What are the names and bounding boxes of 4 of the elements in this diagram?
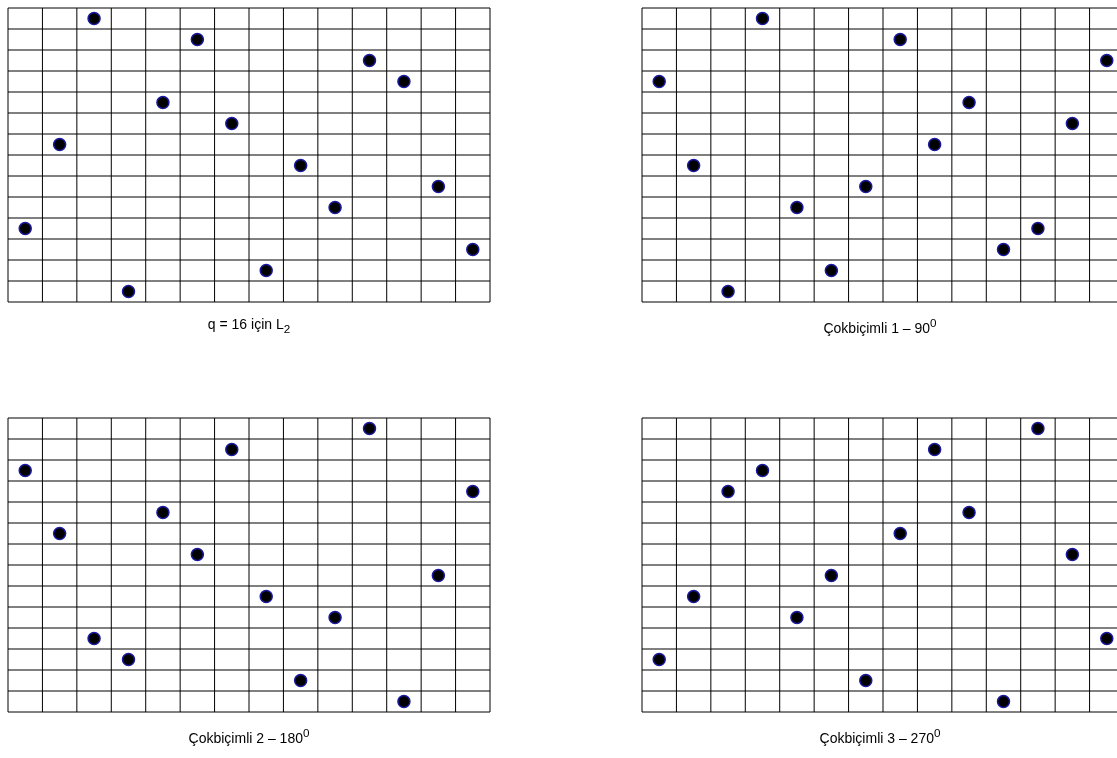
caption: Çokbiçimli 2 – 180$^{0}$ [187, 726, 311, 746]
caption: Çokbiçimli 3 – 270$^{0}$ [818, 726, 942, 746]
caption: Çokbiçimli 1 – 90$^{0}$ [822, 316, 938, 336]
caption: q = 16 için L$_{2}$ [206, 316, 292, 335]
